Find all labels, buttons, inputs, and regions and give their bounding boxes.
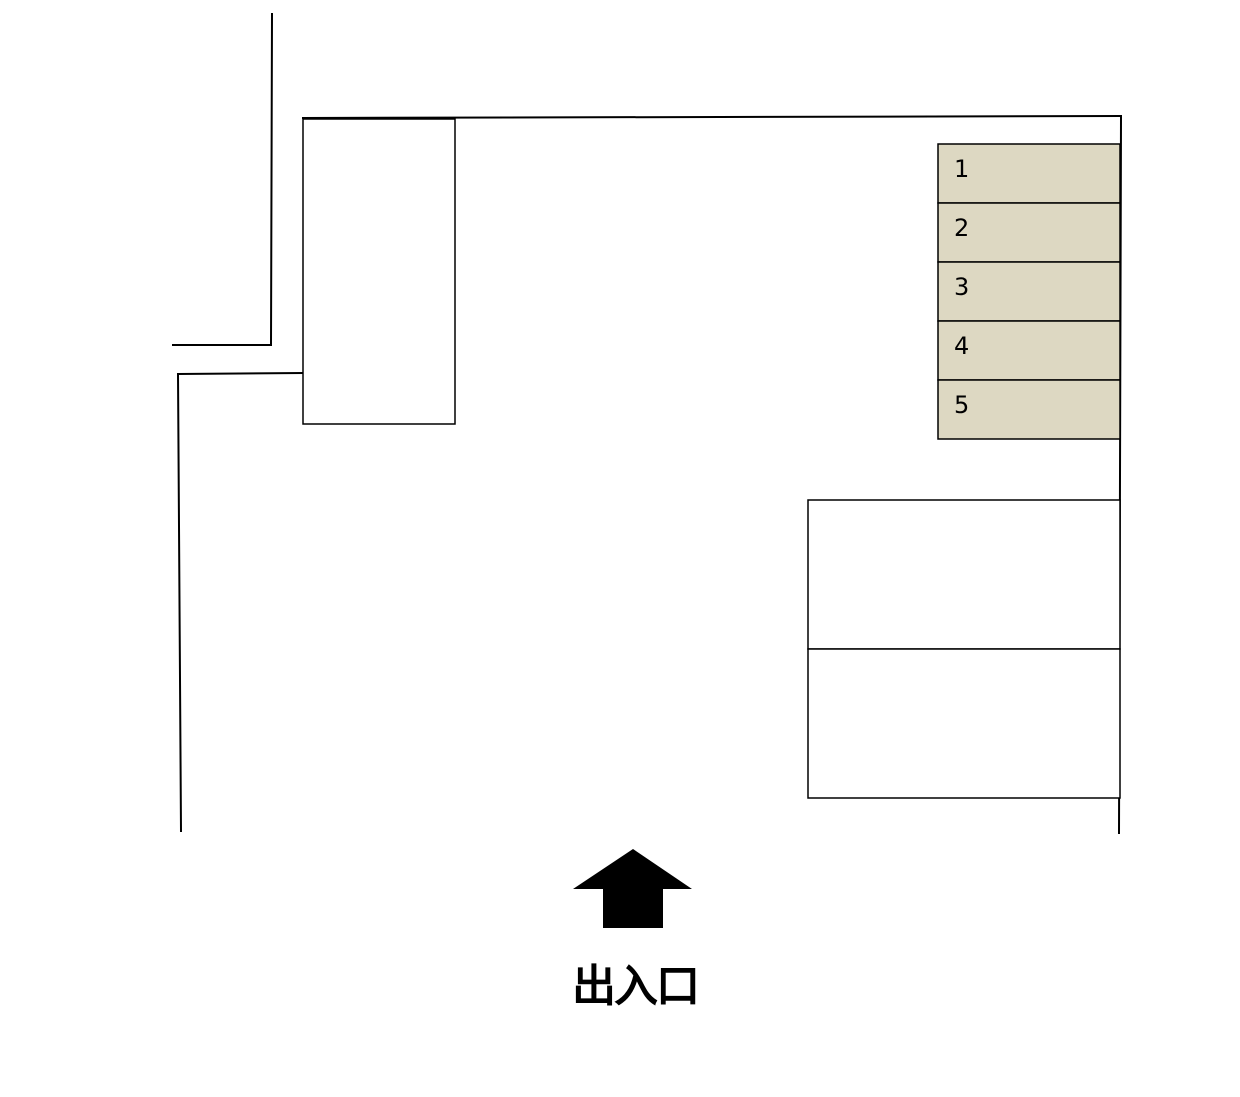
road-edge-line (269, 12, 274, 347)
parking-space-number: 3 (954, 273, 969, 301)
parking-space-5 (937, 379, 1121, 440)
lot-boundary-line (301, 114, 1123, 120)
parking-space-3 (937, 261, 1121, 322)
up-arrow-icon (573, 849, 692, 928)
parking-space-2 (937, 202, 1121, 263)
parking-space-number: 4 (954, 332, 969, 360)
parking-space-1 (937, 143, 1121, 204)
entrance-label: 出入口 (572, 961, 700, 1012)
building-block (807, 499, 1121, 650)
parking-space-number: 5 (954, 391, 969, 419)
parking-space-4 (937, 320, 1121, 381)
lot-boundary-line (176, 372, 183, 833)
building-block (807, 648, 1121, 799)
lot-boundary-line (176, 371, 305, 376)
parking-spaces: 1 2 3 4 5 (937, 143, 1121, 440)
building-block (302, 118, 456, 425)
parking-space-number: 2 (954, 214, 969, 242)
parking-space-number: 1 (954, 155, 969, 183)
